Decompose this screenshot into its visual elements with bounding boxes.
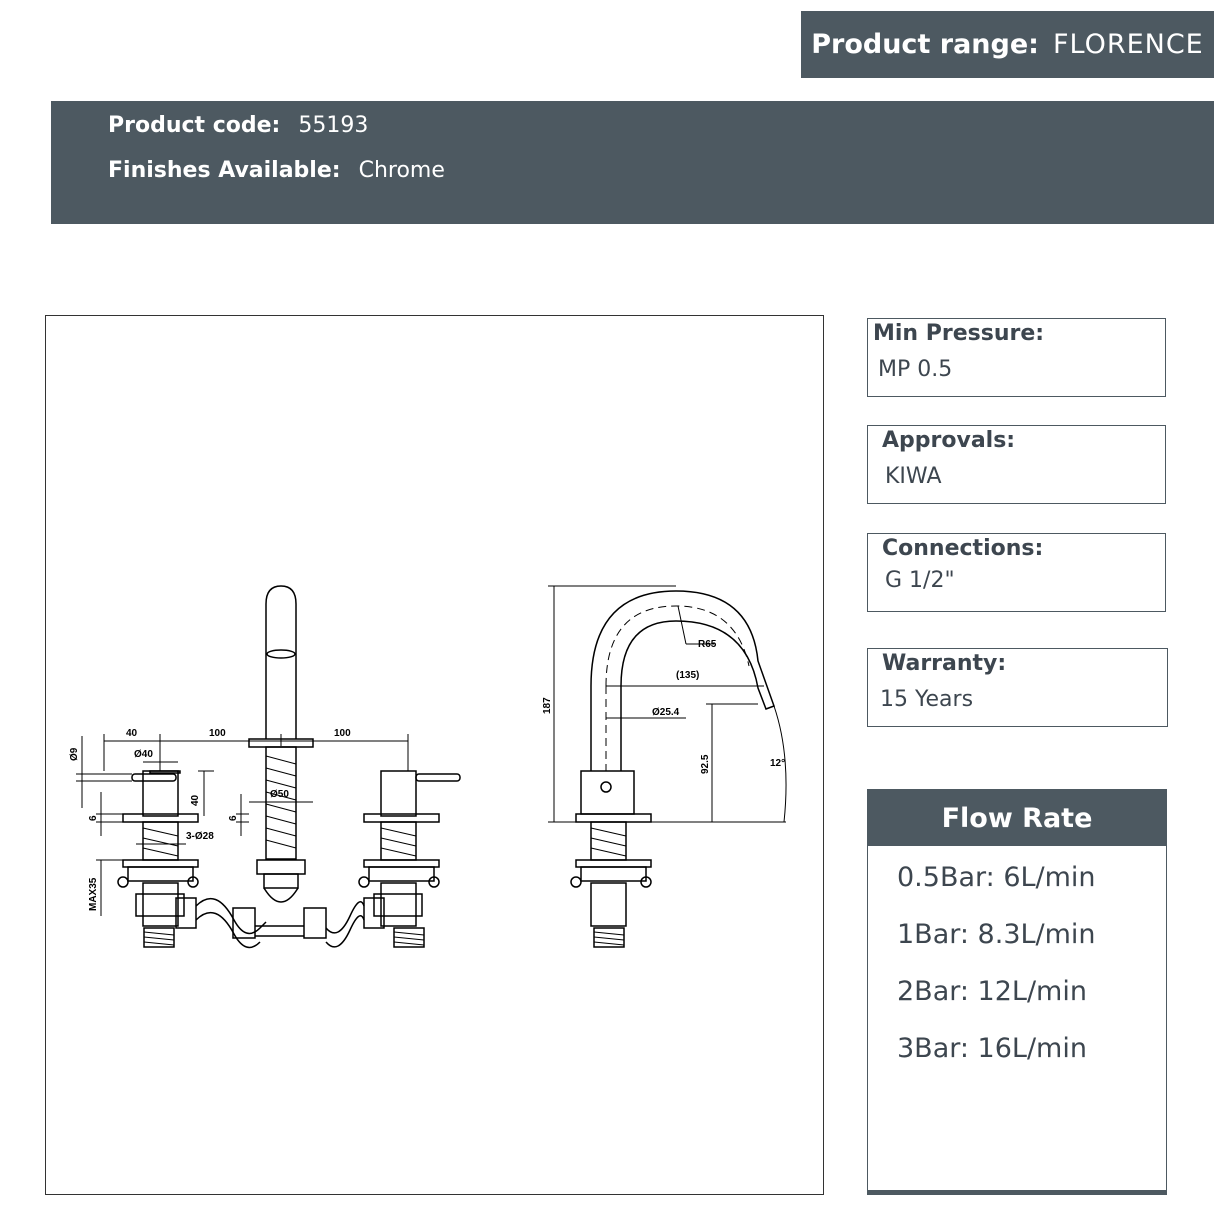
- warranty-card: Warranty: 15 Years: [867, 648, 1168, 727]
- dim-12-deg: 12°: [770, 758, 785, 769]
- tap-drawing-svg: 40 100 100 Ø40 Ø9 40 6 6 Ø50 3-Ø28 MAX35…: [69, 585, 787, 949]
- product-code-label: Product code:: [108, 113, 281, 138]
- flow-rate-title: Flow Rate: [868, 790, 1166, 846]
- product-info-banner: Product code: 55193 Finishes Available: Ch…: [51, 101, 1214, 224]
- finishes-row: Finishes Available: Chrome: [108, 158, 445, 183]
- dim-dia-50: Ø50: [270, 789, 289, 800]
- connections-title: Connections:: [882, 536, 1044, 561]
- dim-dia-9: Ø9: [69, 747, 80, 761]
- technical-drawing: 40 100 100 Ø40 Ø9 40 6 6 Ø50 3-Ø28 MAX35…: [45, 315, 824, 1195]
- finishes-label: Finishes Available:: [108, 158, 341, 183]
- spout-aerator: [266, 649, 296, 659]
- product-code-value: 55193: [298, 113, 369, 138]
- dim-6-left: 6: [88, 815, 99, 821]
- flow-rate-row: 0.5Bar: 6L/min: [897, 862, 1096, 893]
- connections-value: G 1/2": [885, 568, 955, 593]
- warranty-value: 15 Years: [880, 687, 974, 712]
- flow-rate-card: Flow Rate 0.5Bar: 6L/min 1Bar: 8.3L/min …: [867, 789, 1167, 1195]
- connections-card: Connections: G 1/2": [867, 533, 1166, 612]
- product-range-value: FLORENCE: [1052, 29, 1204, 60]
- dim-100-right: 100: [334, 728, 351, 739]
- dim-187: 187: [542, 697, 553, 714]
- approvals-card: Approvals: KIWA: [867, 425, 1166, 504]
- flow-rate-row: 3Bar: 16L/min: [897, 1033, 1087, 1064]
- warranty-title: Warranty:: [882, 651, 1007, 676]
- dim-100-left: 100: [209, 728, 226, 739]
- dim-dia-25-4: Ø25.4: [652, 707, 680, 718]
- dim-40-width: 40: [126, 728, 138, 739]
- flow-rate-row: 2Bar: 12L/min: [897, 976, 1087, 1007]
- dim-92-5: 92.5: [700, 754, 711, 774]
- dim-3-dia-28: 3-Ø28: [186, 831, 214, 842]
- side-spout: [590, 590, 775, 771]
- product-range-label: Product range:: [811, 29, 1039, 60]
- right-hose: [325, 901, 365, 934]
- min-pressure-title: Min Pressure:: [873, 321, 1045, 346]
- finishes-value: Chrome: [358, 158, 445, 183]
- dim-40-height: 40: [190, 794, 201, 806]
- min-pressure-value: MP 0.5: [878, 357, 953, 382]
- dim-135: (135): [676, 670, 699, 681]
- min-pressure-card: Min Pressure: MP 0.5: [867, 318, 1166, 397]
- dim-max35: MAX35: [88, 877, 99, 911]
- spout-body: [265, 585, 297, 739]
- product-code-row: Product code: 55193: [108, 113, 368, 138]
- dim-r65: R65: [698, 639, 717, 650]
- flow-rate-row: 1Bar: 8.3L/min: [897, 919, 1096, 950]
- approvals-title: Approvals:: [882, 428, 1016, 453]
- approvals-value: KIWA: [885, 464, 942, 489]
- product-range-banner: Product range: FLORENCE: [801, 11, 1214, 78]
- dim-dia-40: Ø40: [134, 749, 153, 760]
- dim-6-center: 6: [228, 815, 239, 821]
